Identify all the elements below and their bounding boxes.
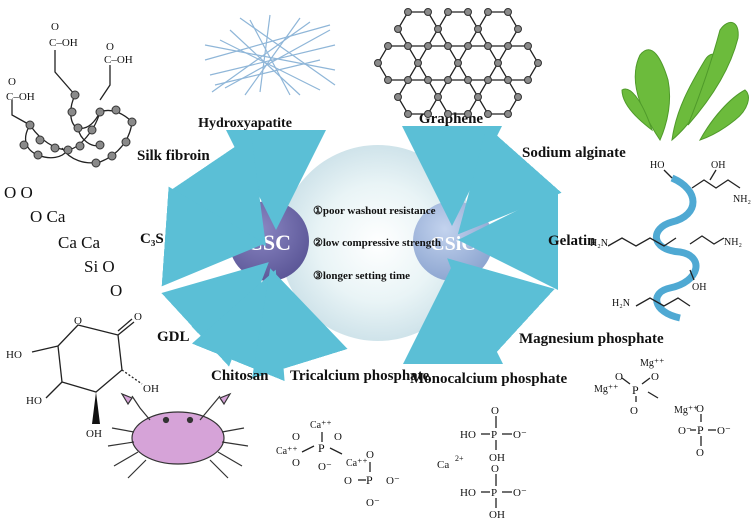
mcp-oh-1: OH [489, 452, 505, 464]
mcp-ho-1: HO [460, 429, 476, 441]
label-sodium-alginate: Sodium alginate [522, 145, 626, 161]
label-c3s: C₃S [140, 231, 164, 247]
mgp-o-2: O [651, 371, 659, 383]
tcp-o-1: O [292, 431, 300, 443]
mgp-mg-3: Mg⁺⁺ [674, 405, 698, 416]
tcp-o-3: O [334, 431, 342, 443]
mcp-o-3: O⁻ [513, 487, 527, 499]
label-chitosan: Chitosan [211, 368, 269, 384]
mgp-mg-2: Mg⁺⁺ [594, 384, 618, 395]
tcp-ca-3: Ca⁺⁺ [346, 458, 368, 469]
tcp-p-2: P [366, 473, 373, 487]
mcp-o-2: O [491, 405, 499, 417]
tcp-o-7: O⁻ [386, 475, 400, 487]
crab-illustration [107, 392, 249, 479]
arrow-magnesium [447, 258, 555, 363]
mcp-o-4: O [491, 463, 499, 475]
gdl-o-ring: O [74, 315, 82, 327]
mgp-o-4: O [696, 403, 704, 415]
label-magnesium-phosphate: Magnesium phosphate [519, 331, 664, 347]
cooh-1: C–OH [49, 37, 78, 49]
label-gdl: GDL [157, 329, 190, 345]
graphene-illustration [374, 8, 542, 118]
o-3: O [8, 76, 16, 88]
silk-fibroin-molecule: C–OH C–OH C–OH O O O [6, 21, 137, 168]
arrow-c3s [161, 186, 265, 287]
c3s-line-3: Ca Ca [58, 233, 100, 252]
gel-nh2-2: NH₂ [724, 237, 742, 248]
gel-h2n-1: H₂N [590, 238, 608, 249]
mgp-o-3: O [630, 405, 638, 417]
arrow-sodium-alginate [457, 126, 562, 235]
gel-ho: HO [650, 160, 664, 171]
gdl-oh-1: OH [143, 383, 159, 395]
tcp-ca-2: Ca⁺⁺ [276, 446, 298, 457]
tricalcium-phosphate-formula: Ca⁺⁺ O Ca⁺⁺ O P O O⁻ Ca⁺⁺ O O P O⁻ O⁻ [276, 420, 400, 509]
arrow-chitosan [191, 269, 285, 382]
mgp-o-5: O⁻ [678, 425, 692, 437]
gdl-oh-2: OH [86, 428, 102, 440]
arrow-gdl [161, 262, 269, 367]
arrow-tricalcium [252, 268, 348, 379]
label-tricalcium-phosphate: Tricalcium phosphate [290, 368, 430, 384]
tcp-p-1: P [318, 441, 325, 455]
mcp-oh-2: OH [489, 509, 505, 518]
cooh-2: C–OH [104, 54, 133, 66]
tcp-o-8: O⁻ [366, 497, 380, 509]
mcp-p-1: P [491, 429, 497, 441]
hydroxyapatite-fibers-illustration [204, 14, 336, 96]
material-labels: Hydroxyapatite Graphene Silk fibroin Sod… [137, 111, 664, 387]
c3s-line-5: O [110, 281, 122, 300]
tcp-o-5: O [366, 449, 374, 461]
gelatin-helix-illustration: HO OH NH₂ H₂N NH₂ OH H₂N [590, 160, 751, 322]
mcp-o-1: O⁻ [513, 429, 527, 441]
label-silk-fibroin: Silk fibroin [137, 148, 210, 164]
problem-2: ②low compressive strength [313, 237, 441, 249]
mgp-o-6: O⁻ [717, 425, 731, 437]
c3s-line-4: Si O [84, 257, 115, 276]
o-2: O [106, 41, 114, 53]
gdl-molecule: HO O O OH HO OH [6, 311, 159, 440]
gdl-ho-2: HO [26, 395, 42, 407]
tcp-o-2: O [292, 457, 300, 469]
label-gelatin: Gelatin [548, 233, 596, 249]
magnesium-phosphate-formula: Mg⁺⁺ Mg⁺⁺ O P O O Mg⁺⁺ O P O⁻ O⁻ O [594, 358, 731, 459]
problem-3: ③longer setting time [313, 270, 410, 282]
mcp-p-2: P [491, 487, 497, 499]
c3s-line-2: O Ca [30, 207, 66, 226]
mcp-ca: Ca [437, 459, 449, 471]
gel-nh2-1: NH₂ [733, 194, 751, 205]
mcp-ho-2: HO [460, 487, 476, 499]
c3s-formula: O O O Ca Ca Ca Si O O [4, 183, 122, 300]
label-monocalcium-phosphate: Monocalcium phosphate [410, 371, 567, 387]
problem-1: ①poor washout resistance [313, 205, 436, 217]
monocalcium-phosphate-formula: HO P O⁻ O OH Ca 2+ HO P O⁻ O OH [437, 405, 527, 518]
csc-label: CSC [247, 230, 291, 255]
arrows [161, 126, 562, 382]
tcp-ca-1: Ca⁺⁺ [310, 420, 332, 431]
mcp-ca-charge: 2+ [455, 454, 464, 463]
gel-oh-2: OH [692, 282, 706, 293]
mgp-mg-1: Mg⁺⁺ [640, 358, 664, 369]
arrow-silk-fibroin [168, 135, 266, 247]
gel-h2n-2: H₂N [612, 298, 630, 309]
tcp-o-6: O [344, 475, 352, 487]
gdl-ho-1: HO [6, 349, 22, 361]
mgp-o-7: O [696, 447, 704, 459]
o-1: O [51, 21, 59, 33]
gel-oh-1: OH [711, 160, 725, 171]
mgp-p-2: P [697, 423, 704, 437]
gdl-o-carbonyl: O [134, 311, 142, 323]
seaweed-illustration [621, 22, 749, 142]
c3s-line-1: O O [4, 183, 33, 202]
mgp-o-1: O [615, 371, 623, 383]
cooh-3: C–OH [6, 91, 35, 103]
tcp-o-4: O⁻ [318, 461, 332, 473]
mgp-p-1: P [632, 383, 639, 397]
label-hydroxyapatite: Hydroxyapatite [198, 116, 292, 131]
